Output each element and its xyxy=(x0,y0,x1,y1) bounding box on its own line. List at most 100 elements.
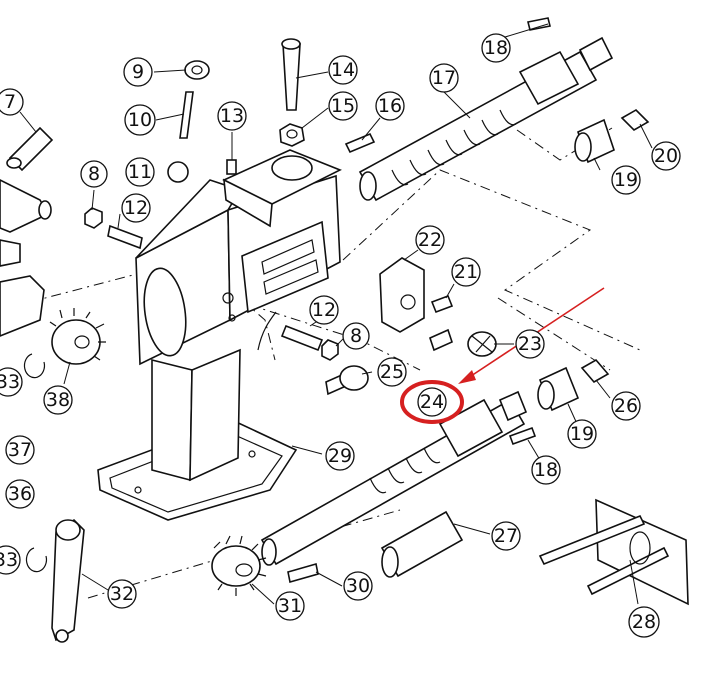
part-11-ball xyxy=(167,161,189,183)
callout-19-upper: 19 xyxy=(611,165,641,195)
svg-text:14: 14 xyxy=(331,59,355,81)
svg-text:16: 16 xyxy=(378,95,402,117)
callout-38: 38 xyxy=(43,385,73,415)
part-38-gear xyxy=(49,308,106,365)
svg-text:7: 7 xyxy=(4,91,16,113)
part-19-sleeve-upper xyxy=(574,118,615,164)
part-24-lower-shaft xyxy=(260,390,528,566)
part-20-block xyxy=(620,109,650,131)
part-12-stud-upper xyxy=(107,224,143,250)
callout-20: 20 xyxy=(651,141,681,171)
callout-32: 32 xyxy=(107,579,137,609)
svg-text:37: 37 xyxy=(8,439,32,461)
part-7-handle xyxy=(6,126,54,172)
svg-text:30: 30 xyxy=(346,575,370,597)
svg-text:26: 26 xyxy=(614,395,638,417)
part-31-gear xyxy=(211,535,267,596)
callout-12-lower: 12 xyxy=(309,295,339,325)
part-21-bolt-lower xyxy=(429,328,453,352)
part-19-sleeve-lower xyxy=(537,366,580,412)
callout-18-upper: 18 xyxy=(481,33,511,63)
part-27-sleeve xyxy=(380,510,464,578)
part-22-bracket xyxy=(379,257,425,333)
callout-14: 14 xyxy=(328,55,358,85)
callout-31: 31 xyxy=(275,591,305,621)
svg-text:28: 28 xyxy=(632,611,656,633)
svg-text:24: 24 xyxy=(420,391,444,413)
leader-lines xyxy=(19,23,653,605)
part-13-set-screw xyxy=(226,159,237,175)
callout-13: 13 xyxy=(217,101,247,131)
part-17-upper-shaft xyxy=(358,36,614,202)
svg-text:18: 18 xyxy=(534,459,558,481)
part-32-crank xyxy=(51,518,85,643)
part-14-upper-pin xyxy=(281,38,301,111)
svg-text:36: 36 xyxy=(8,483,32,505)
part-9-washer xyxy=(184,60,210,80)
svg-text:18: 18 xyxy=(484,37,508,59)
callout-8-upper: 8 xyxy=(80,160,108,188)
part-28-bracket xyxy=(538,498,689,606)
svg-text:29: 29 xyxy=(328,445,352,467)
left-partial-parts xyxy=(0,179,52,337)
highlight-ring-24 xyxy=(400,380,464,424)
main-frame-body xyxy=(97,149,342,521)
callout-29: 29 xyxy=(325,441,355,471)
svg-text:13: 13 xyxy=(220,105,244,127)
svg-text:25: 25 xyxy=(380,361,404,383)
part-8-nut-upper xyxy=(84,207,103,229)
svg-text:17: 17 xyxy=(432,67,456,89)
svg-text:21: 21 xyxy=(454,261,478,283)
callout-24: 24 xyxy=(417,387,447,417)
part-18-key-upper xyxy=(527,17,551,31)
svg-text:22: 22 xyxy=(418,229,442,251)
part-18-key-lower xyxy=(508,426,537,446)
svg-text:32: 32 xyxy=(110,583,134,605)
svg-text:8: 8 xyxy=(88,163,100,185)
callout-17: 17 xyxy=(429,63,459,93)
part-8-nut-lower xyxy=(321,339,339,361)
svg-text:12: 12 xyxy=(312,299,336,321)
callout-33-upper: 33 xyxy=(0,367,23,397)
part-16-key xyxy=(344,132,376,154)
svg-text:33: 33 xyxy=(0,371,20,393)
part-33-ring-upper xyxy=(23,353,46,379)
callout-18-lower: 18 xyxy=(531,455,561,485)
svg-text:8: 8 xyxy=(350,325,362,347)
callout-8-lower: 8 xyxy=(342,322,370,350)
svg-text:23: 23 xyxy=(518,333,542,355)
svg-text:31: 31 xyxy=(278,595,302,617)
svg-text:19: 19 xyxy=(614,169,638,191)
callout-11: 11 xyxy=(125,157,155,187)
callout-25: 25 xyxy=(377,357,407,387)
callout-30: 30 xyxy=(343,571,373,601)
callout-19-lower: 19 xyxy=(567,419,597,449)
part-30-key xyxy=(287,562,319,584)
svg-text:9: 9 xyxy=(132,61,144,83)
svg-text:10: 10 xyxy=(128,109,152,131)
callout-21: 21 xyxy=(451,257,481,287)
callout-37: 37 xyxy=(5,435,35,465)
callout-10: 10 xyxy=(124,104,156,136)
svg-text:15: 15 xyxy=(331,95,355,117)
part-29-rod xyxy=(257,311,277,351)
svg-text:20: 20 xyxy=(654,145,678,167)
part-21-bolt-upper xyxy=(430,294,454,314)
part-33-ring-lower xyxy=(25,547,48,573)
callout-16: 16 xyxy=(375,91,405,121)
callout-9: 9 xyxy=(123,57,153,87)
svg-text:19: 19 xyxy=(570,423,594,445)
callout-7: 7 xyxy=(0,88,24,116)
callout-15: 15 xyxy=(328,91,358,121)
part-25-knob xyxy=(325,365,369,396)
callout-22: 22 xyxy=(415,225,445,255)
part-15-nut xyxy=(279,123,305,147)
part-12-stud-lower xyxy=(280,324,324,352)
svg-text:11: 11 xyxy=(128,161,152,183)
part-10-pin xyxy=(179,91,194,139)
callout-33-lower: 33 xyxy=(0,545,21,575)
callout-12-upper: 12 xyxy=(121,193,151,223)
part-26-block xyxy=(580,358,610,384)
